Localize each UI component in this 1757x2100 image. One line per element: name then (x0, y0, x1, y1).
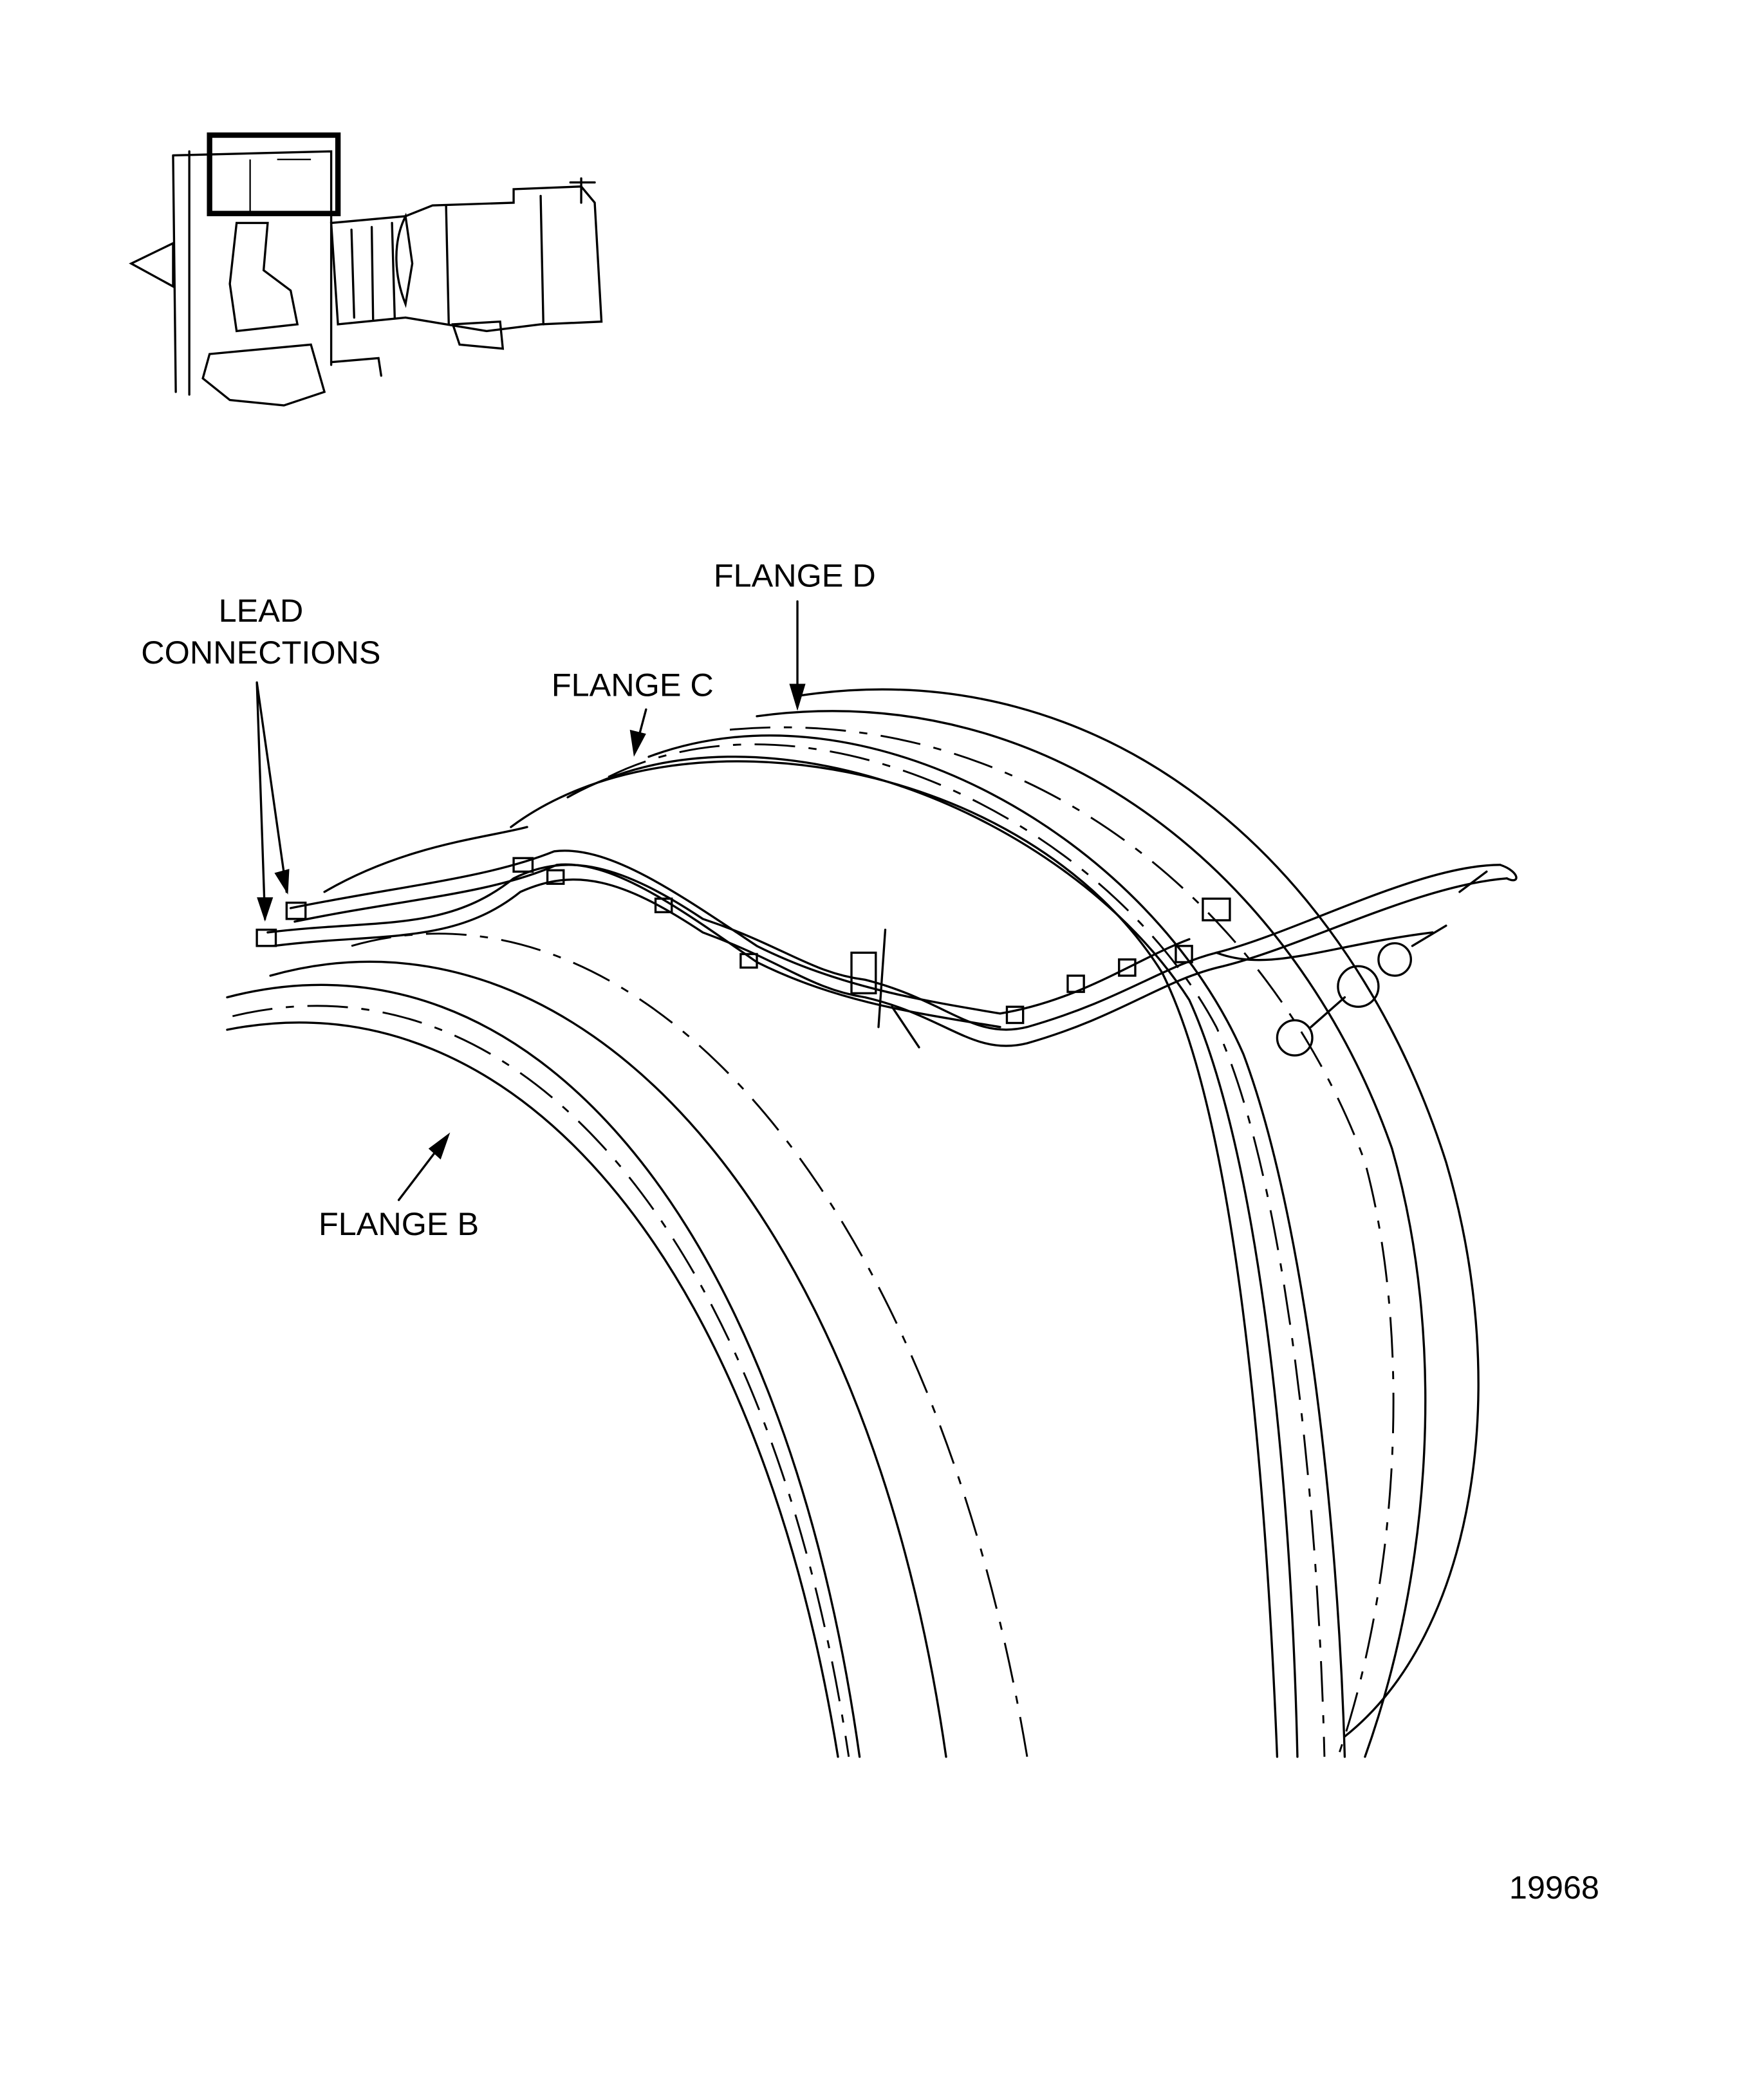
flange-c-label: FLANGE C (552, 666, 714, 703)
flange-d-callout: FLANGE D (714, 557, 876, 711)
lead-connections-label-line2: CONNECTIONS (141, 634, 380, 671)
flange-d-label: FLANGE D (714, 557, 876, 593)
flange-b-label: FLANGE B (319, 1205, 479, 1242)
engine-locator-inset (129, 132, 603, 407)
flange-b-callout: FLANGE B (319, 1132, 479, 1242)
figure-number: 19968 (1509, 1869, 1599, 1906)
flange-c-callout: FLANGE C (552, 666, 714, 757)
flange-b-ring (226, 933, 1028, 1758)
flange-d-ring (729, 688, 1480, 1758)
connector-fittings (256, 857, 1488, 1057)
wiring-harness (256, 850, 1518, 1057)
lead-connections-label-line1: LEAD (219, 592, 304, 629)
lead-connections-callout: LEAD CONNECTIONS (141, 592, 381, 922)
locator-highlight-box (207, 132, 341, 216)
